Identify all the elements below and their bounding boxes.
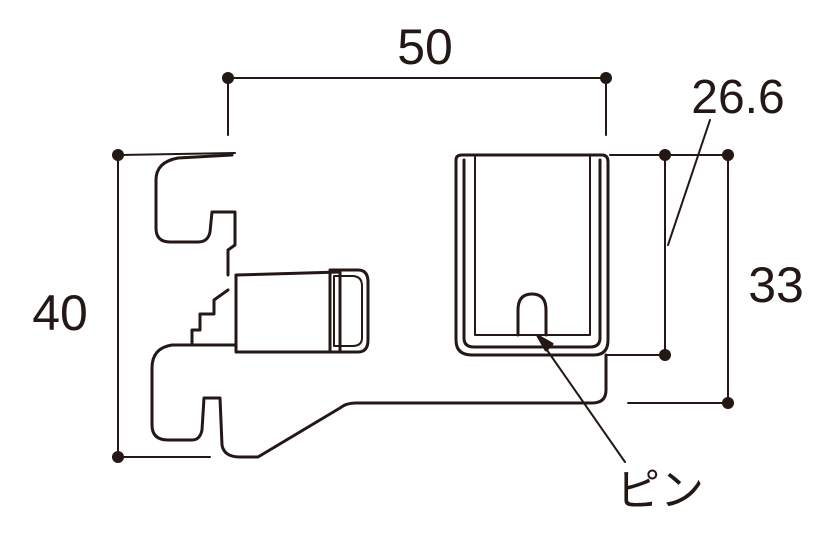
- bracket-outline: [150, 153, 626, 463]
- dimension-50-line: [227, 77, 607, 136]
- dimension-label-33: 33: [748, 257, 804, 313]
- dimension-40-line: [117, 152, 236, 458]
- dimension-label-26-6: 26.6: [691, 71, 784, 124]
- dimension-label-50: 50: [397, 19, 453, 75]
- dimension-33-line: [627, 154, 729, 404]
- dimension-label-40: 40: [32, 285, 88, 341]
- pin-label: ピン: [616, 466, 704, 515]
- dimension-endpoints: [112, 72, 734, 463]
